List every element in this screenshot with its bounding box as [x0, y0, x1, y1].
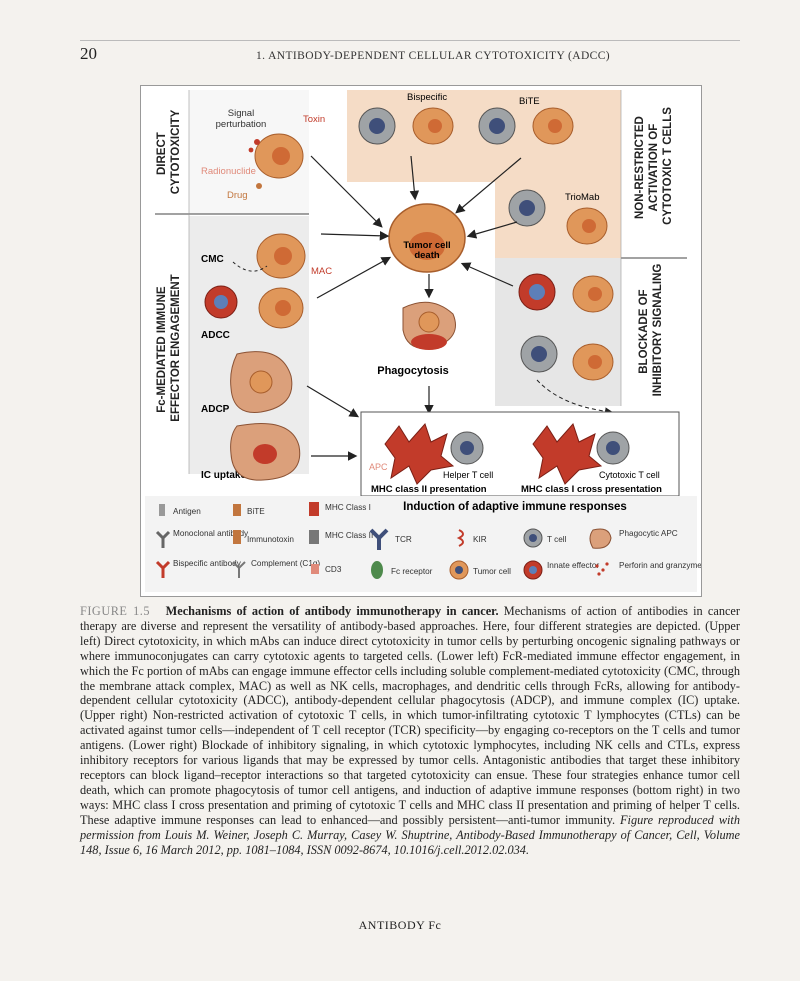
triomab-tcell: [509, 190, 545, 226]
drug-label: Drug: [227, 190, 248, 201]
triomab-tumor-cell: [567, 208, 607, 244]
cytotoxic-tcell-label: Cytotoxic T cell: [599, 470, 660, 480]
adcp-macrophage: [231, 352, 292, 413]
blockade-effector-1: [519, 274, 555, 310]
mechanism-diagram: DIRECT CYTOTOXICITY Fc-MEDIATED IMMUNE E…: [141, 86, 701, 596]
mhc1-cross-label: MHC class I cross presentation: [521, 484, 662, 495]
legend-mhc2: MHC Class II: [325, 531, 373, 540]
legend-kir: KIR: [473, 535, 487, 544]
legend-complement: Complement (C1q): [251, 559, 320, 568]
cmc-label: CMC: [201, 254, 224, 265]
blockade-tumor-1: [573, 276, 613, 312]
bispecific-tumor-cell: [413, 108, 453, 144]
blockade-tumor-2: [573, 344, 613, 380]
legend-bispecific: Bispecific antibody: [173, 559, 242, 568]
figure-panel: DIRECT CYTOTOXICITY Fc-MEDIATED IMMUNE E…: [140, 85, 702, 597]
bispecific-tcell: [359, 108, 395, 144]
legend-phagocytic: Phagocytic APC: [619, 529, 678, 538]
blockade-tcell-2: [521, 336, 557, 372]
footer-section-title: ANTIBODY Fc: [0, 918, 800, 933]
section-direct-label: DIRECT: [156, 132, 168, 175]
signal-perturbation-label: Signal: [228, 108, 254, 119]
page-number: 20: [80, 44, 97, 64]
bite-tumor-cell: [533, 108, 573, 144]
bispecific-label: Bispecific: [407, 92, 447, 103]
adcc-label: ADCC: [201, 330, 230, 341]
figure-title: Mechanisms of action of antibody immunot…: [166, 604, 499, 618]
legend-bite: BiTE: [247, 507, 265, 516]
figure-label: FIGURE 1.5: [80, 604, 150, 618]
cd3-icon: [311, 564, 319, 574]
phagocytic-apc-icon: [590, 529, 611, 548]
phagocytosis-label: Phagocytosis: [377, 365, 449, 377]
radionuclide-label: Radionuclide: [201, 166, 256, 177]
direct-tumor-cell: [255, 134, 303, 178]
toxin-label: Toxin: [303, 114, 325, 125]
cytotoxic-tcell: [597, 432, 629, 464]
antigen-icon: [159, 504, 165, 516]
fc-receptor-icon: [371, 561, 383, 579]
adcc-tumor-cell: [259, 288, 303, 328]
mac-label: MAC: [311, 266, 332, 277]
legend-fc-receptor: Fc receptor: [391, 567, 433, 576]
helper-tcell-label: Helper T cell: [443, 470, 493, 480]
legend-perforin: Perforin and granzymes: [619, 561, 701, 570]
legend-antigen: Antigen: [173, 507, 201, 516]
legend-mhc1: MHC Class I: [325, 503, 371, 512]
legend-tumor: Tumor cell: [473, 567, 511, 576]
figure-caption: FIGURE 1.5 Mechanisms of action of antib…: [80, 604, 740, 857]
ic-uptake-apc: [231, 424, 300, 481]
adcp-label: ADCP: [201, 404, 230, 415]
legend-tcell: T cell: [547, 535, 567, 544]
helper-tcell: [451, 432, 483, 464]
bite-label: BiTE: [519, 96, 540, 107]
header-rule: [80, 40, 740, 41]
mhc-class-i-icon: [309, 502, 319, 516]
legend-immunotoxin: Immunotoxin: [247, 535, 294, 544]
svg-text:NON-RESTRICTED ACTIVATION: NON-RESTRICTED ACTIVATION OF CYTOTOXIC T…: [634, 107, 674, 225]
legend-cd3: CD3: [325, 565, 342, 574]
adaptive-title: Induction of adaptive immune responses: [403, 501, 627, 513]
running-title: 1. ANTIBODY-DEPENDENT CELLULAR CYTOTOXIC…: [256, 50, 610, 62]
legend-innate: Innate effector: [547, 561, 599, 570]
bite-tcell: [479, 108, 515, 144]
tumor-cell-death: [389, 204, 465, 272]
mhc2-presentation-label: MHC class II presentation: [371, 484, 487, 495]
caption-body: Mechanisms of action of antibodies in ca…: [80, 604, 740, 827]
triomab-label: TrioMab: [565, 192, 600, 203]
mhc-class-ii-icon: [309, 530, 319, 544]
apc-label: APC: [369, 462, 388, 472]
adcc-effector-cell: [205, 286, 237, 318]
legend-tcr: TCR: [395, 535, 412, 544]
cmc-tumor-cell: [257, 234, 305, 278]
immunotoxin-icon: [233, 530, 241, 544]
bite-icon: [233, 504, 241, 516]
